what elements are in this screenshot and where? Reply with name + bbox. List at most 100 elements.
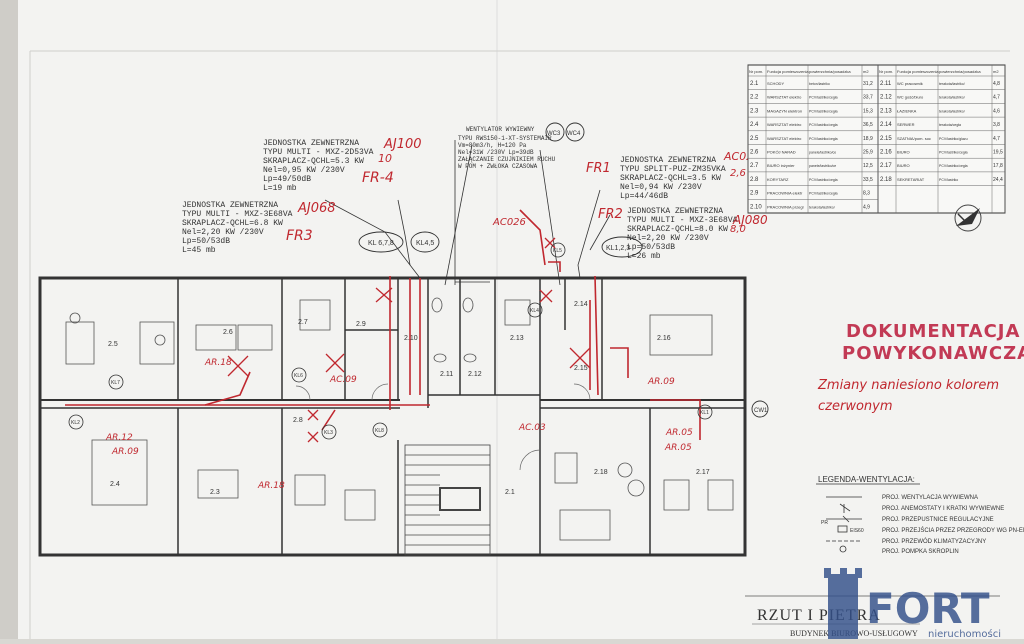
bubble-kl2: KL2 <box>71 420 80 426</box>
table-cell-function: POKÓJ NARAD <box>767 150 796 155</box>
svg-text:AR.09: AR.09 <box>647 377 675 387</box>
table-cell-nr: 2.17 <box>880 163 892 169</box>
table-cell-nr: 2.7 <box>750 163 759 169</box>
table-cell-nr: 2.14 <box>880 122 892 128</box>
table-cell-area: 4,9 <box>863 204 870 210</box>
room-label: 2.6 <box>223 329 233 336</box>
table-cell-area: 31,2 <box>863 81 873 87</box>
furniture <box>65 299 734 541</box>
bubble-kl5: KL5 <box>553 248 562 254</box>
table-cell-floor: PCV/lastriko/glazu <box>939 137 968 141</box>
room-label: 2.10 <box>404 335 418 342</box>
table-cell-floor: panele/lastriko/ce <box>809 164 836 168</box>
table-cell-nr: 2.16 <box>880 150 892 156</box>
room-label: 2.12 <box>468 371 482 378</box>
table-cell-nr: 2.13 <box>880 108 892 114</box>
table-header: powierzchnia/posadzka <box>809 69 851 74</box>
table-cell-floor: beton/lastriko <box>809 82 830 86</box>
bubble-kl8: KL8 <box>375 428 384 434</box>
table-cell-floor: terakota/cegła <box>939 123 961 127</box>
svg-text:AR.05: AR.05 <box>664 443 692 453</box>
table-cell-floor: PCV/lastriko/cegła <box>809 109 838 113</box>
table-header: Nr pom. <box>749 69 763 74</box>
table-cell-nr: 2.6 <box>750 150 759 156</box>
legend-item: PROJ. ANEMOSTATY I KRATKI WYWIEWNE <box>882 506 1004 512</box>
table-cell-nr: 2.11 <box>880 81 892 87</box>
table-cell-nr: 2.5 <box>750 136 759 142</box>
table-cell-function: SCHODY <box>767 81 784 86</box>
table-cell-nr: 2.8 <box>750 177 759 183</box>
north-arrow-icon <box>954 204 982 232</box>
svg-text:AR.18: AR.18 <box>257 481 285 491</box>
table-cell-function: PRACOWNIA przegl <box>767 204 804 209</box>
table-cell-area: 17,8 <box>993 163 1003 169</box>
table-cell-function: BIURO <box>897 150 910 155</box>
table-cell-floor: PCV/lastriko/cegła <box>809 96 838 100</box>
table-cell-floor: PCV/lastriko/cegła <box>939 164 968 168</box>
doors <box>295 383 591 471</box>
table-cell-nr: 2.18 <box>880 177 892 183</box>
bubble-wc3: WC3 <box>547 131 561 137</box>
stamp-line-2: POWYKONAWCZA <box>842 343 1024 364</box>
table-header: m2 <box>993 69 999 74</box>
table-header: Nr pom. <box>879 69 893 74</box>
room-label: 2.16 <box>657 335 671 342</box>
table-cell-floor: terakota/lastriko/ <box>939 109 965 113</box>
fort-watermark-logo: FORT nieruchomości <box>824 568 1001 640</box>
table-cell-area: 25,9 <box>863 150 873 156</box>
table-cell-function: MAGAZYN elektron <box>767 108 802 113</box>
room-label: 2.5 <box>108 341 118 348</box>
room-label: 2.1 <box>505 489 515 496</box>
table-cell-area: 4,6 <box>993 108 1000 114</box>
handwritten-note: Zmiany naniesiono kolorem czerwonym <box>817 378 999 414</box>
table-cell-function: WARSZTAT elektro <box>767 95 802 100</box>
svg-text:AC.09: AC.09 <box>329 375 357 385</box>
bubble-kl678: KL 6,7,8 <box>368 240 394 247</box>
table-cell-floor: PCV/lastriko <box>939 178 958 182</box>
kl-bubbles: KL 6,7,8 KL4,5 KL1,2,3 WC3 WC4 CW1 KL1 K… <box>68 122 769 440</box>
table-header: m2 <box>863 69 869 74</box>
room-labels: 2.1 2.8 2.3 2.4 2.5 2.6 2.7 2.9 2.10 2.1… <box>108 301 710 496</box>
svg-text:AR.18: AR.18 <box>204 358 232 368</box>
watermark-sub: nieruchomości <box>928 628 1001 639</box>
table-cell-function: PRACOWNIA elektr <box>767 191 803 196</box>
watermark-brand: FORT <box>866 584 990 633</box>
unit1-red-tag: FR-4 <box>362 170 394 186</box>
table-cell-area: 18,9 <box>863 136 873 142</box>
table-cell-area: 24,4 <box>993 177 1003 183</box>
unit2-red-model: AJ068 <box>297 201 336 216</box>
table-header: Funkcja pomieszczenia <box>767 69 809 74</box>
table-cell-nr: 2.15 <box>880 136 892 142</box>
legend-item: PROJ. PRZEWÓD KLIMATYZACYJNY <box>882 538 986 545</box>
red-room-marks: AR.18 AR.09 AR.12 AR.18 AC.03 AR.05 AR.0… <box>105 358 693 491</box>
table-cell-nr: 2.4 <box>750 122 759 128</box>
bubble-kl45: KL4,5 <box>416 240 434 247</box>
room-label: 2.18 <box>594 469 608 476</box>
room-label: 2.7 <box>298 319 308 326</box>
staircase <box>404 444 491 556</box>
svg-text:AC.03: AC.03 <box>518 423 546 433</box>
paper-edge <box>0 0 18 639</box>
stamp-line-1: DOKUMENTACJA <box>846 321 1020 342</box>
bubble-kl6: KL6 <box>294 373 303 379</box>
table-cell-area: 12,5 <box>863 163 873 169</box>
table-cell-function: WARSZTAT elektro <box>767 136 802 141</box>
wc-fixtures <box>431 297 531 363</box>
table-cell-floor: terakota/lastriko/ <box>809 205 835 209</box>
table-cell-area: 4,8 <box>993 81 1000 87</box>
room-label: 2.8 <box>293 417 303 424</box>
table-cell-floor: panele/lastriko/ce <box>809 151 836 155</box>
room-label: 2.4 <box>110 481 120 488</box>
table-cell-function: WC pracownik <box>897 81 923 86</box>
table-cell-function: ŁAZIENKA <box>897 108 917 113</box>
